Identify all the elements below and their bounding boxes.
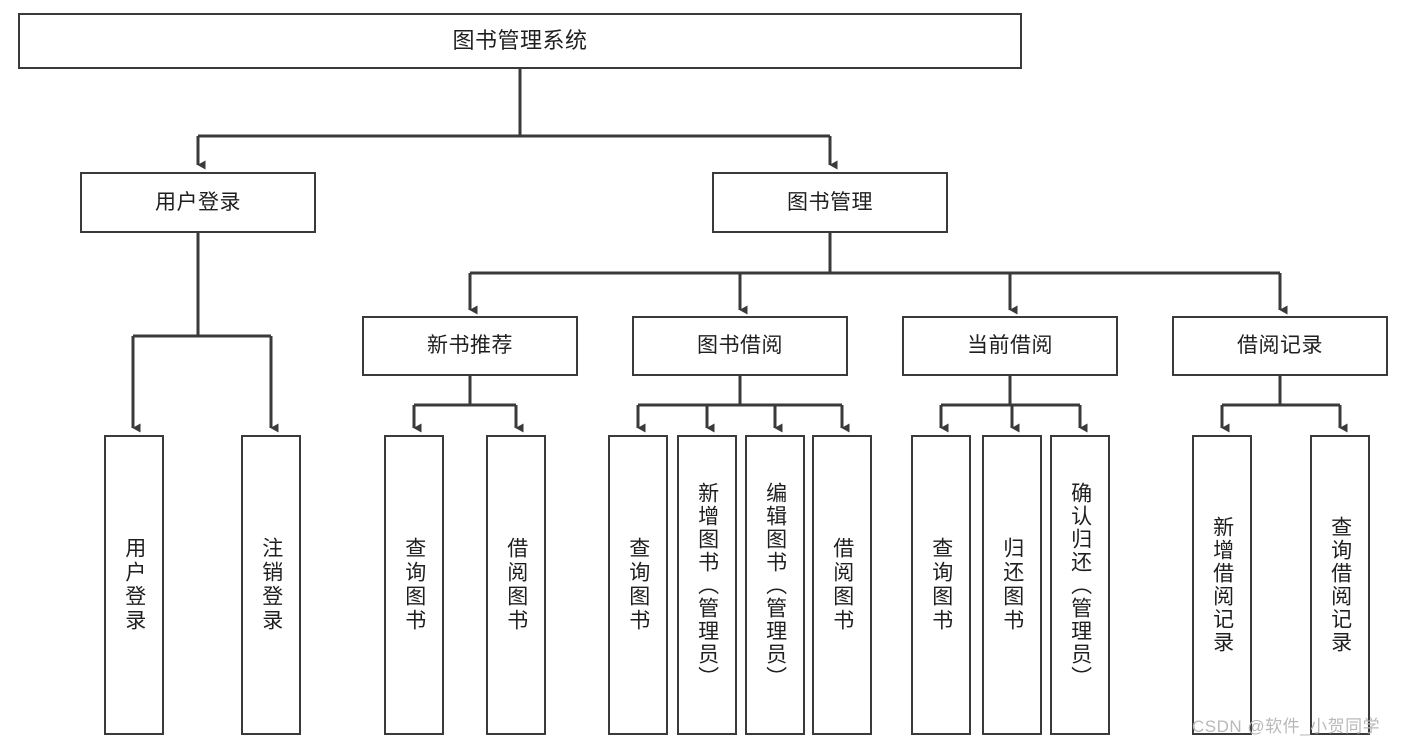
node-leaf-borrow-book-2[interactable]: 借阅图书 xyxy=(812,435,872,735)
node-leaf-query-book-2[interactable]: 查询图书 xyxy=(608,435,668,735)
node-new-book-rec-label: 新书推荐 xyxy=(427,334,513,358)
node-leaf-borrow-book-1-label: 借阅图书 xyxy=(504,537,528,633)
node-leaf-user-login[interactable]: 用户登录 xyxy=(104,435,164,735)
node-book-borrow-label: 图书借阅 xyxy=(697,334,783,358)
node-root[interactable]: 图书管理系统 xyxy=(18,13,1022,69)
node-leaf-confirm-return[interactable]: 确认归还（管理员） xyxy=(1050,435,1110,735)
node-leaf-edit-book-label: 编辑图书（管理员） xyxy=(763,481,787,689)
node-leaf-borrow-book-1[interactable]: 借阅图书 xyxy=(486,435,546,735)
node-leaf-borrow-book-2-label: 借阅图书 xyxy=(830,537,854,633)
node-leaf-confirm-return-label: 确认归还（管理员） xyxy=(1068,481,1092,689)
node-leaf-add-book[interactable]: 新增图书（管理员） xyxy=(677,435,737,735)
node-leaf-add-book-label: 新增图书（管理员） xyxy=(695,481,719,689)
node-leaf-add-record-label: 新增借阅记录 xyxy=(1210,516,1234,654)
node-root-label: 图书管理系统 xyxy=(452,27,588,53)
node-leaf-user-login-label: 用户登录 xyxy=(122,537,146,633)
node-book-borrow[interactable]: 图书借阅 xyxy=(632,316,848,376)
node-leaf-query-book-3-label: 查询图书 xyxy=(929,537,953,633)
node-current-borrow[interactable]: 当前借阅 xyxy=(902,316,1118,376)
csdn-watermark: CSDN @软件_小贺同学 xyxy=(1192,717,1381,736)
node-leaf-query-record[interactable]: 查询借阅记录 xyxy=(1310,435,1370,735)
node-user-login[interactable]: 用户登录 xyxy=(80,172,316,233)
node-book-manage-label: 图书管理 xyxy=(787,190,873,214)
node-leaf-return-book-label: 归还图书 xyxy=(1000,537,1024,633)
node-leaf-query-book-1-label: 查询图书 xyxy=(402,537,426,633)
node-borrow-record-label: 借阅记录 xyxy=(1237,334,1323,358)
node-leaf-query-book-1[interactable]: 查询图书 xyxy=(384,435,444,735)
node-leaf-query-book-3[interactable]: 查询图书 xyxy=(911,435,971,735)
node-leaf-add-record[interactable]: 新增借阅记录 xyxy=(1192,435,1252,735)
node-leaf-return-book[interactable]: 归还图书 xyxy=(982,435,1042,735)
node-borrow-record[interactable]: 借阅记录 xyxy=(1172,316,1388,376)
node-new-book-rec[interactable]: 新书推荐 xyxy=(362,316,578,376)
node-user-login-label: 用户登录 xyxy=(155,190,241,214)
node-leaf-edit-book[interactable]: 编辑图书（管理员） xyxy=(745,435,805,735)
node-leaf-query-record-label: 查询借阅记录 xyxy=(1328,516,1352,654)
node-leaf-logout-label: 注销登录 xyxy=(259,537,283,633)
node-leaf-query-book-2-label: 查询图书 xyxy=(626,537,650,633)
node-current-borrow-label: 当前借阅 xyxy=(967,334,1053,358)
node-leaf-logout[interactable]: 注销登录 xyxy=(241,435,301,735)
node-book-manage[interactable]: 图书管理 xyxy=(712,172,948,233)
